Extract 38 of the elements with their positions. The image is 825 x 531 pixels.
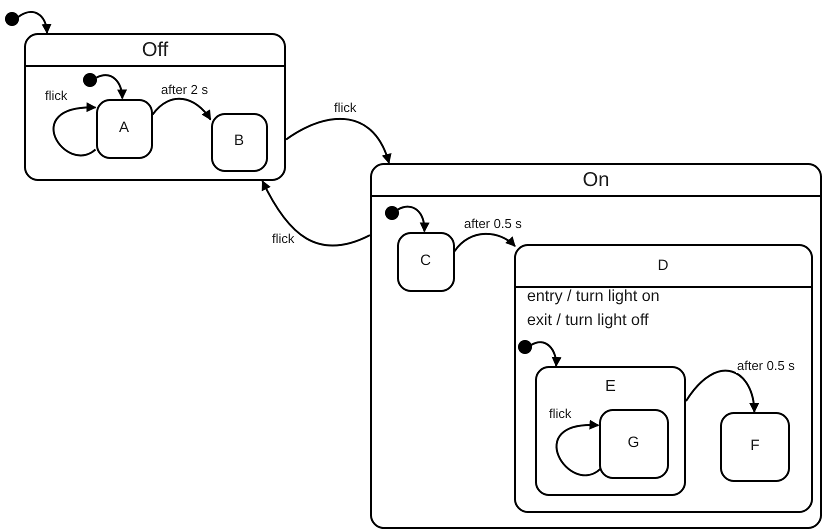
edge-label: flick — [44, 88, 68, 103]
initial-state-dot — [518, 340, 532, 354]
state-name: E — [604, 378, 617, 396]
transition-arrow — [96, 74, 127, 100]
state-box — [598, 408, 668, 478]
state-name: Off — [142, 38, 168, 62]
state-name: C — [419, 252, 432, 268]
transition-arrow — [530, 341, 562, 367]
transition-arrow — [556, 420, 602, 476]
state-action: exit / turn light off — [527, 312, 649, 330]
edge-label: after 2 s — [160, 82, 209, 97]
state-action: entry / turn light on — [527, 288, 660, 306]
state-name: G — [626, 434, 640, 450]
state-name: F — [749, 437, 761, 454]
transition-arrow — [285, 118, 391, 164]
transition-arrow — [454, 232, 516, 252]
transition-arrow — [262, 180, 370, 247]
transition-arrow — [52, 102, 96, 156]
transition-arrow — [685, 370, 759, 413]
state-name: A — [118, 118, 130, 136]
edge-label: flick — [271, 231, 296, 246]
state-box — [396, 232, 454, 292]
state-name: D — [658, 257, 668, 274]
state-name: On — [582, 168, 610, 192]
edge-label: flick — [548, 406, 572, 421]
initial-state-dot — [384, 206, 398, 220]
edge-label: after 0.5 s — [463, 216, 523, 231]
transition-arrow — [17, 11, 52, 34]
transition-arrow — [152, 98, 212, 120]
initial-state-dot — [82, 72, 96, 86]
state-box — [96, 98, 152, 158]
state-box — [210, 112, 268, 172]
edge-label: after 0.5 s — [736, 358, 796, 373]
initial-state-dot — [5, 12, 19, 26]
edge-label: flick — [333, 100, 358, 115]
state-name: B — [232, 132, 245, 149]
state-box — [720, 412, 790, 482]
transition-arrow — [397, 206, 430, 232]
